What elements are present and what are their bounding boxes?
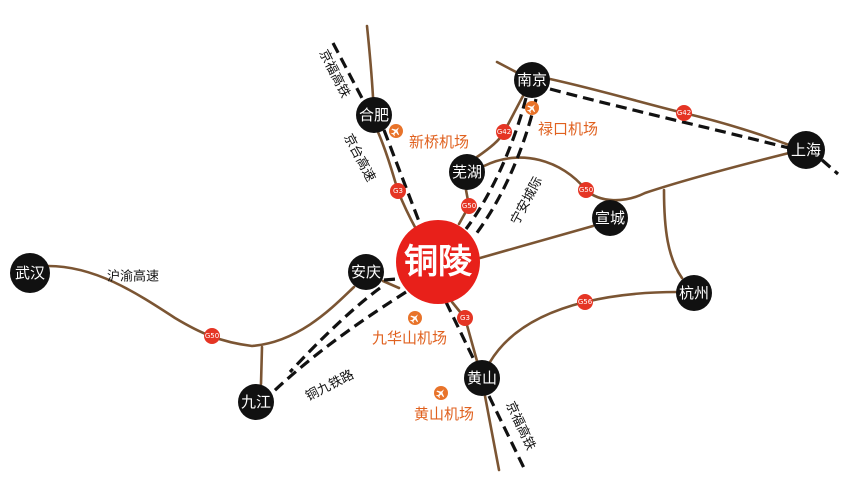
highway-marker-label: G42 xyxy=(497,128,511,136)
rail-anqing-tongling xyxy=(383,277,398,282)
city-nodes: 南京 合肥 芜湖 上海 宣城 安庆 武汉 杭州 xyxy=(10,62,825,420)
rail-shanghai-east xyxy=(820,158,840,176)
rail-nanjing-shanghai xyxy=(549,87,790,150)
highway-marker-label: G42 xyxy=(677,109,691,117)
city-jiujiang: 九江 xyxy=(238,384,274,420)
city-marker xyxy=(356,97,392,133)
city-label: 合肥 xyxy=(359,106,389,124)
city-marker xyxy=(238,384,274,420)
rail-jingfu-south xyxy=(487,395,526,469)
route-label-huyu: 沪渝高速 xyxy=(107,269,159,285)
highway-marker-g42-east: G42 xyxy=(676,105,692,121)
city-xuancheng: 宣城 xyxy=(592,200,628,236)
airplane-icon xyxy=(389,124,403,138)
highway-marker-dot xyxy=(457,310,473,326)
route-label-tongjiu: 铜九铁路 xyxy=(303,367,357,405)
center-city-tongling: 铜陵 xyxy=(396,220,480,304)
city-nanjing: 南京 xyxy=(514,62,550,98)
airplane-icon xyxy=(434,386,448,400)
highway-marker-g3-north: G3 xyxy=(390,183,406,199)
airport-label: 新桥机场 xyxy=(409,133,469,151)
center-city-label: 铜陵 xyxy=(404,242,473,282)
city-marker xyxy=(676,275,712,311)
city-hefei: 合肥 xyxy=(356,97,392,133)
highway-marker-dot xyxy=(461,198,477,214)
highway-marker-g50-west: G50 xyxy=(204,328,220,344)
road-branch-jiujiang xyxy=(259,345,264,386)
airport-jiuhuashan: 九华山机场 xyxy=(372,311,447,347)
highway-marker-g3-south: G3 xyxy=(457,310,473,326)
route-label-ningan: 宁安城际 xyxy=(507,174,546,227)
city-label: 黄山 xyxy=(467,369,497,387)
highway-marker-label: G56 xyxy=(578,298,593,306)
city-huangshan: 黄山 xyxy=(464,360,500,396)
city-marker xyxy=(348,254,384,290)
highway-marker-dot xyxy=(496,124,512,140)
railway-network xyxy=(271,42,840,469)
city-label: 宣城 xyxy=(595,209,625,227)
highway-marker-dot xyxy=(204,328,220,344)
road-anqing-tongling xyxy=(381,279,401,290)
highway-marker-label: G50 xyxy=(579,186,593,194)
city-label: 武汉 xyxy=(15,264,45,282)
highway-marker-dot xyxy=(578,182,594,198)
city-wuhu: 芜湖 xyxy=(449,154,485,190)
highway-marker-label: G3 xyxy=(460,314,470,322)
airports: 新桥机场 禄口机场 九华山机场 黄山机场 xyxy=(372,101,598,423)
highway-marker-label: G50 xyxy=(205,332,219,340)
road-wuhan-anqing xyxy=(46,264,356,348)
city-marker xyxy=(464,360,500,396)
city-marker xyxy=(514,62,550,98)
highway-marker-dot xyxy=(676,105,692,121)
road-wuhu-shanghai xyxy=(482,151,791,202)
road-branch-hangzhou xyxy=(662,188,684,280)
city-marker xyxy=(787,131,825,169)
city-label: 上海 xyxy=(791,141,821,159)
airport-lukou: 禄口机场 xyxy=(525,101,598,138)
city-hangzhou: 杭州 xyxy=(676,275,712,311)
highway-marker-dot xyxy=(390,183,406,199)
rail-jingfu-north xyxy=(331,42,365,101)
highway-marker-g50-east: G50 xyxy=(578,182,594,198)
route-label-jingfu-south: 京福高铁 xyxy=(502,399,538,453)
highway-marker-label: G50 xyxy=(462,202,476,210)
city-label: 安庆 xyxy=(351,263,381,281)
city-anqing: 安庆 xyxy=(348,254,384,290)
road-huangshan-south xyxy=(483,394,501,472)
city-wuhan: 武汉 xyxy=(10,253,50,293)
rail-anqing-jiujiang xyxy=(288,286,381,374)
airplane-icon xyxy=(408,311,422,325)
rail-tongjiu xyxy=(271,290,407,394)
airplane-icon xyxy=(525,101,539,115)
highway-marker-label: G3 xyxy=(393,187,403,195)
airport-huangshan: 黄山机场 xyxy=(414,386,474,423)
rail-nanjing-tongling-b xyxy=(474,98,538,235)
city-marker xyxy=(592,200,628,236)
road-nanjing-north xyxy=(495,60,518,74)
rail-tongling-huangshan xyxy=(444,301,477,363)
road-xuancheng-tongling xyxy=(478,224,595,260)
airport-label: 黄山机场 xyxy=(414,405,474,423)
city-label: 九江 xyxy=(241,393,271,411)
highway-marker-g42-nanjing-wuhu: G42 xyxy=(496,124,512,140)
highway-marker-g56: G56 xyxy=(577,294,593,310)
road-hefei-north xyxy=(365,24,375,99)
center-city-marker xyxy=(396,220,480,304)
airport-label: 九华山机场 xyxy=(372,329,447,347)
city-marker xyxy=(10,253,50,293)
airport-label: 禄口机场 xyxy=(538,120,598,138)
city-shanghai: 上海 xyxy=(787,131,825,169)
rail-nanjing-tongling-a xyxy=(464,97,528,230)
city-marker xyxy=(449,154,485,190)
airport-xinqiao: 新桥机场 xyxy=(389,124,469,151)
city-label: 杭州 xyxy=(679,284,709,302)
route-label-jingtai: 京台高速 xyxy=(340,131,379,184)
highway-marker-g50-wuhu: G50 xyxy=(461,198,477,214)
highway-marker-dot xyxy=(577,294,593,310)
highway-markers: G50 G3 G50 G42 G42 G50 G56 G3 xyxy=(204,105,692,344)
city-label: 南京 xyxy=(517,71,547,89)
city-label: 芜湖 xyxy=(452,163,482,181)
